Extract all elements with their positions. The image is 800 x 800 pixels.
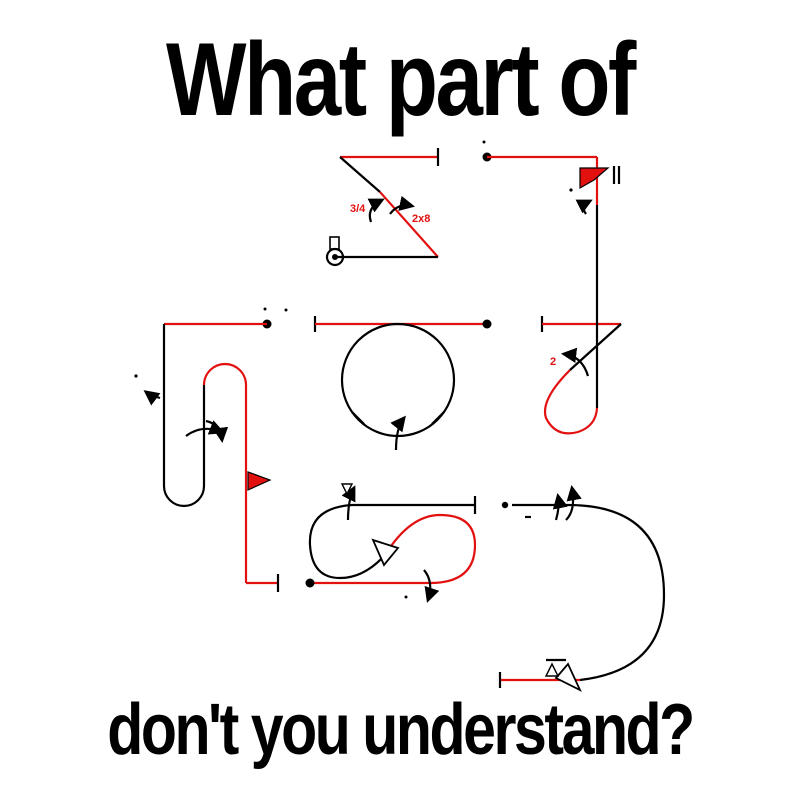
figure-half-loop-right (498, 484, 666, 692)
flag-icon (247, 471, 272, 491)
figure-eight-lower (305, 483, 477, 603)
figure-teardrop-right (540, 316, 622, 435)
flag-icon (579, 167, 610, 190)
snap-triangle-icon (554, 662, 582, 692)
label-2x8: 2x8 (412, 213, 430, 225)
label-3-4: 3/4 (350, 203, 366, 215)
figure-z-top (325, 148, 440, 267)
figure-vertical-right (482, 140, 621, 322)
figure-loop-center (313, 316, 492, 451)
roll-arrow-icon (389, 195, 416, 215)
label-2-right-loop: 2 (550, 356, 556, 368)
headline-top: What part of (166, 22, 636, 138)
roll-arrow-icon (367, 198, 385, 223)
snap-triangle-icon (371, 538, 400, 567)
figure-humpty-left (134, 307, 288, 592)
headline-bottom: don't you understand? (107, 690, 695, 770)
